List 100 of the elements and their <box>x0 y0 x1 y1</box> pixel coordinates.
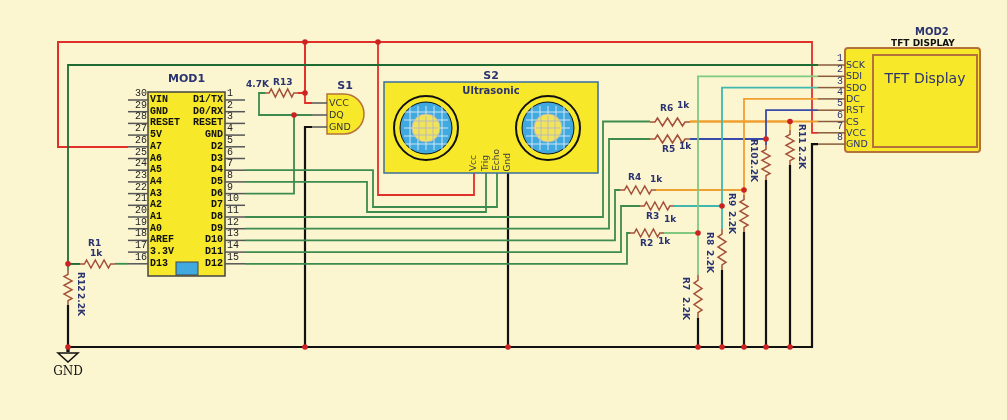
display-screen <box>873 55 977 147</box>
pin-number: 6 <box>227 147 234 158</box>
pin-number: 5 <box>227 135 234 146</box>
resistor-label: R5 <box>662 145 676 154</box>
wire <box>244 172 487 213</box>
pin-label: D7 <box>210 199 223 212</box>
wire <box>66 305 70 352</box>
pin-label: RESET <box>192 117 223 130</box>
resistor-symbol <box>785 130 795 165</box>
pin-number: 25 <box>134 147 147 158</box>
pin-number: 8 <box>227 170 234 181</box>
pin-label: A2 <box>150 199 163 212</box>
pin-label: D4 <box>210 164 223 177</box>
resistor-symbol <box>265 88 298 98</box>
pin-label: D5 <box>210 175 223 188</box>
pin-label: D2 <box>210 140 223 153</box>
pin-number: 21 <box>134 194 147 205</box>
pin-number: 9 <box>227 182 234 193</box>
pin-label: D11 <box>204 246 223 259</box>
pin-number: 12 <box>227 217 240 228</box>
pin-label: D12 <box>204 257 223 270</box>
wire <box>244 114 313 195</box>
pin-number: 4 <box>836 87 843 98</box>
resistor-symbol <box>620 185 656 195</box>
wire <box>244 120 651 218</box>
resistor-symbol <box>761 145 771 180</box>
pin-label: RESET <box>150 117 181 130</box>
resistor-symbol <box>630 228 664 238</box>
pin-label: D10 <box>204 234 223 247</box>
microcontroller-board <box>128 72 245 276</box>
pin-number: 6 <box>836 110 843 121</box>
pin-number: 7 <box>836 121 843 132</box>
module-title: Ultrasonic <box>461 84 521 97</box>
wire <box>244 169 498 208</box>
pin-label: VCC <box>846 126 867 139</box>
pin-label: 5V <box>150 129 163 142</box>
pin-number: 8 <box>836 133 843 144</box>
resistor-symbol <box>640 201 674 211</box>
sensor-module <box>312 80 366 134</box>
pin-number: 3 <box>227 112 234 123</box>
resistor-symbol <box>693 275 703 318</box>
pin-label: A3 <box>150 187 163 200</box>
resistor-label: R13 <box>273 78 293 87</box>
resistor-label: R3 <box>646 212 660 221</box>
pin-number: 19 <box>134 217 147 228</box>
resistor-label: R12 <box>76 272 85 292</box>
resistor-label: R6 <box>660 104 674 113</box>
module-label: MOD1 <box>166 72 207 86</box>
resistor-label: R4 <box>628 173 642 182</box>
resistor-label: R2 <box>640 239 654 248</box>
pin-number: 22 <box>134 182 147 193</box>
resistor-label: 1k <box>677 101 690 110</box>
pin-label: AREF <box>150 234 175 247</box>
module-label: S2 <box>482 70 500 82</box>
pin-label: GND <box>204 129 223 142</box>
wire <box>655 189 745 196</box>
pin-label: DQ <box>329 109 345 121</box>
resistor-label: R9 <box>727 193 736 207</box>
wire <box>673 205 723 230</box>
resistor-symbol <box>739 195 749 232</box>
wire <box>689 120 791 131</box>
module-label: MOD2 <box>915 26 947 38</box>
pin-label: D13 <box>150 257 169 270</box>
resistor-label: R7 <box>681 277 690 291</box>
pin-number: 28 <box>134 112 147 123</box>
pin-number: 30 <box>134 89 147 99</box>
pin-number: 16 <box>134 252 147 263</box>
resistor-label: 2.2K <box>705 250 714 273</box>
wire <box>244 189 621 242</box>
resistor-label: 2.2K <box>681 297 690 320</box>
pin-number: 1 <box>836 54 843 64</box>
wire <box>244 138 651 230</box>
resistor-symbol <box>63 270 73 305</box>
pin-number: 24 <box>134 159 147 170</box>
pin-label: A4 <box>150 175 163 188</box>
pin-number: 10 <box>227 194 240 205</box>
pin-label: D0/RX <box>192 105 223 118</box>
pin-label: GND <box>846 138 869 151</box>
pin-label: D3 <box>210 152 223 165</box>
pin-number: 2 <box>836 65 843 76</box>
wire <box>67 64 819 265</box>
pin-number: 18 <box>134 229 147 240</box>
resistor-label: 4.7K <box>246 80 269 89</box>
pin-number: 2 <box>227 100 234 111</box>
module-label: S1 <box>336 80 354 92</box>
pin-number: 29 <box>134 100 147 111</box>
pin-number: 20 <box>134 206 147 216</box>
pin-label: SDI <box>846 70 864 83</box>
pin-number: 14 <box>227 241 240 252</box>
resistor-symbol <box>717 229 727 270</box>
pin-label: Trig <box>480 154 490 171</box>
resistor-label: 2.2K <box>749 159 758 182</box>
pin-label: A5 <box>150 164 163 177</box>
pin-number: 15 <box>227 252 240 263</box>
ultrasonic-sensor-module <box>384 70 598 173</box>
pin-label: SDO <box>846 81 868 94</box>
pin-number: 3 <box>836 76 843 87</box>
pin-label: DC <box>846 92 861 105</box>
pin-number: 7 <box>227 159 234 170</box>
resistor-symbol <box>80 258 115 269</box>
